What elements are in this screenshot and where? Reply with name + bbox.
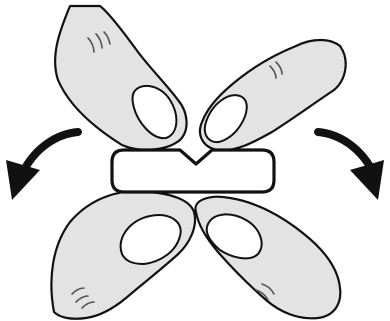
left-arrow-head xyxy=(6,160,40,200)
scored-tablet xyxy=(112,150,274,192)
left-arrow-icon xyxy=(6,132,78,200)
tablet-shape xyxy=(112,150,274,192)
right-arrow-head xyxy=(350,160,384,200)
right-arrow-icon xyxy=(318,132,384,200)
top-left-finger xyxy=(55,6,186,150)
right-arrow-shaft xyxy=(318,132,372,170)
bottom-right-finger xyxy=(195,197,340,319)
bottom-left-finger xyxy=(51,191,195,319)
left-arrow-shaft xyxy=(24,132,78,170)
